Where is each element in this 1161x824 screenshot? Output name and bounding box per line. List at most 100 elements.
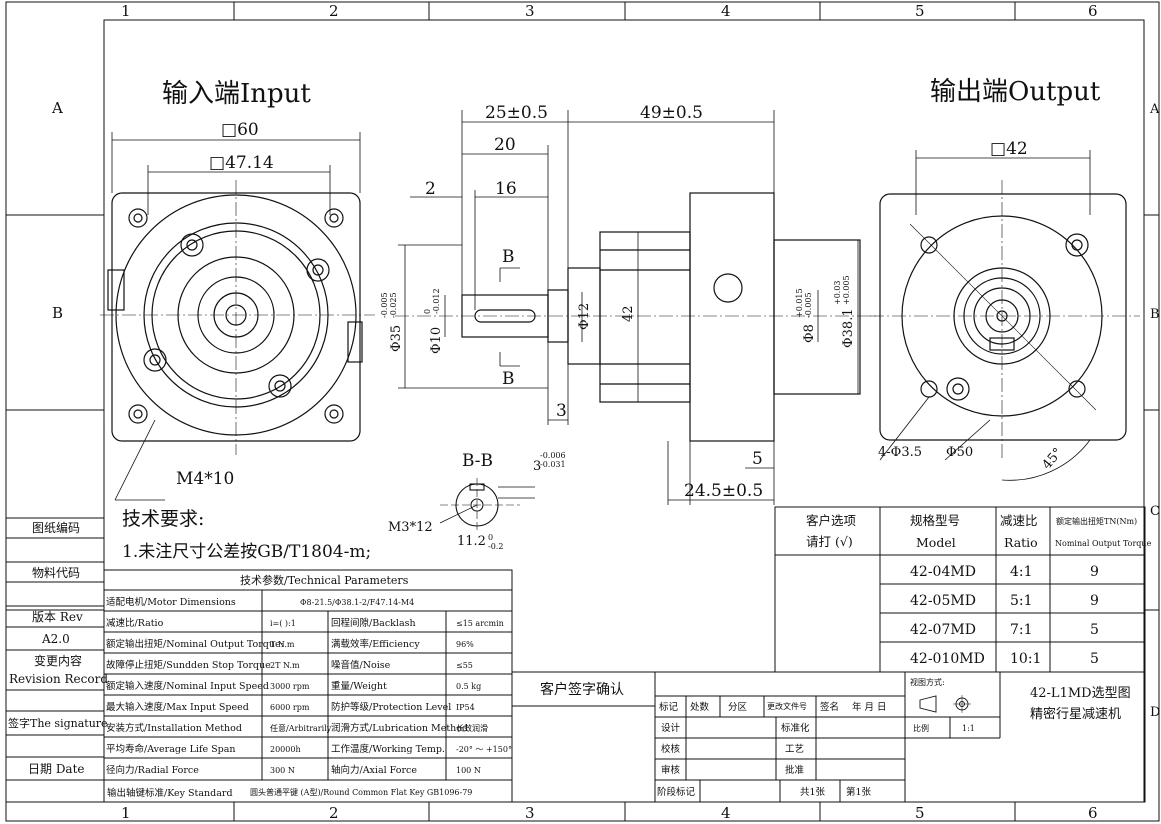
dim-len-2: 2 <box>425 179 436 199</box>
customer-sign: 客户签字确认 <box>540 681 624 698</box>
col-label: 5 <box>915 804 925 822</box>
param-label: 润滑方式/Lubrication Method <box>331 722 468 734</box>
param-label: 安装方式/Installation Method <box>106 722 242 734</box>
notes-title: 技术要求: <box>122 508 204 530</box>
dim-len-5: 5 <box>752 449 763 469</box>
input-dim-lines <box>111 132 361 501</box>
param-label: 故障停止扭矩/Sundden Stop Torque <box>106 659 271 671</box>
tb-craft: 工艺 <box>785 744 804 755</box>
col-label: 5 <box>915 2 925 20</box>
tb-check: 校核 <box>661 743 681 755</box>
input-view-title: 输入端Input <box>162 79 311 109</box>
dim-42: 42 <box>621 305 636 322</box>
label-material-code: 物料代码 <box>32 566 80 580</box>
tb-count: 处数 <box>690 701 710 713</box>
side-dim-lines <box>398 110 859 505</box>
row-label: A <box>51 99 63 117</box>
dim-len-24-5: 24.5±0.5 <box>684 481 763 501</box>
param-value: 0.5 kg <box>456 682 481 691</box>
label-version: 版本 Rev <box>32 610 83 624</box>
model-cell-model: 42-07MD <box>910 622 976 638</box>
param-value: 100 N <box>456 766 481 775</box>
tb-change-no: 更改文件号 <box>767 701 807 711</box>
col-label: 2 <box>329 2 339 20</box>
col-label: 4 <box>721 2 731 20</box>
projection-symbol-icon <box>919 695 971 713</box>
param-value: 300 N <box>270 766 295 775</box>
model-h-model-en: Model <box>916 535 956 550</box>
tb-scale-value: 1:1 <box>962 724 975 733</box>
dim-key-11-2-tol: 0-0.2 <box>488 533 503 551</box>
model-cell-torque: 9 <box>1090 593 1099 609</box>
row-label: B <box>1150 307 1160 322</box>
param-value: 6000 rpm <box>270 703 310 712</box>
param-value: ≤55 <box>456 661 473 670</box>
output-center-lines <box>870 180 1140 460</box>
model-h-model-cn: 规格型号 <box>910 513 960 528</box>
doc-title-1: 42-L1MD选型图 <box>1030 686 1131 701</box>
dim-square-47: □47.14 <box>209 153 274 173</box>
output-dim-lines <box>879 150 1091 481</box>
tech-params-title: 技术参数/Technical Parameters <box>240 573 409 587</box>
dim-len-25: 25±0.5 <box>485 103 548 123</box>
param-value: -20° ～ +150° <box>456 745 512 754</box>
dim-out-angle: 45° <box>1040 445 1066 472</box>
model-h-select: 客户选项 <box>806 513 856 528</box>
param-label: 适配电机/Motor Dimensions <box>106 596 236 608</box>
param-label: 减速比/Ratio <box>106 617 164 629</box>
label-date: 日期 Date <box>28 762 85 776</box>
dim-len-3: 3 <box>556 401 567 421</box>
tb-design: 设计 <box>661 722 681 734</box>
dim-out-phi50: Φ50 <box>946 445 973 460</box>
model-cell-model: 42-04MD <box>910 564 976 580</box>
param-label: 径向力/Radial Force <box>106 764 199 776</box>
param-value: T N.m <box>270 640 295 649</box>
tb-stage: 阶段标记 <box>657 786 696 798</box>
param-label: 满载效率/Efficiency <box>331 638 420 650</box>
model-table <box>774 506 1146 673</box>
dim-len-16: 16 <box>495 179 517 199</box>
param-value: IP54 <box>456 703 475 712</box>
notes-item-1: 1.未注尺寸公差按GB/T1804-m; <box>122 542 371 562</box>
key-standard-value: 圆头普通平键 (A型)/Round Common Flat Key GB1096… <box>250 787 472 797</box>
tb-zone: 分区 <box>728 702 748 713</box>
param-label: 工作温度/Working Temp. <box>331 743 445 755</box>
row-label: C <box>1150 504 1160 519</box>
tb-sign: 签名 <box>820 701 839 713</box>
dim-out-square-42: □42 <box>990 139 1028 159</box>
model-cell-torque: 5 <box>1090 622 1099 638</box>
param-value: 20000h <box>270 745 301 754</box>
output-flange-view <box>879 193 1127 441</box>
param-label: 最大输入速度/Max Input Speed <box>106 701 249 713</box>
input-flange-view <box>107 192 363 442</box>
label-version-value: A2.0 <box>41 632 70 646</box>
param-value: Φ8-21.5/Φ38.1-2/F47.14-M4 <box>300 598 414 607</box>
dim-key-3: 3 <box>533 459 541 474</box>
param-value: i=( ):1 <box>270 619 296 628</box>
model-cell-ratio: 7:1 <box>1010 622 1033 638</box>
output-view-title: 输出端Output <box>930 77 1101 107</box>
param-label: 平均寿命/Average Life Span <box>106 743 235 755</box>
title-block <box>511 671 1146 803</box>
section-mark-b-top: B <box>502 247 515 267</box>
section-title: B-B <box>462 451 493 471</box>
dim-key-11-2: 11.2 <box>457 534 486 549</box>
model-h-torque-en: Nominal Output Torque <box>1055 539 1152 548</box>
col-label: 1 <box>121 2 131 20</box>
key-standard-label: 输出轴键标准/Key Standard <box>107 787 233 799</box>
param-label: 轴向力/Axial Force <box>331 764 417 776</box>
param-label: 防护等级/Protection Level <box>331 701 451 713</box>
param-value: 2T N.m <box>270 661 300 670</box>
dim-phi8-tol: +0.015-0.005 <box>795 288 813 318</box>
dim-phi10: Φ10 <box>429 327 444 354</box>
tb-approve: 批准 <box>785 764 805 776</box>
model-cell-model: 42-05MD <box>910 593 976 609</box>
param-value: 96% <box>456 640 474 649</box>
label-change-cn: 变更内容 <box>34 653 82 668</box>
label-signature: 签字The signature <box>8 716 108 730</box>
tb-view-method: 视图方式: <box>910 677 945 687</box>
model-cell-ratio: 5:1 <box>1010 593 1033 609</box>
dim-phi38-tol: +0.03+0.005 <box>833 275 851 305</box>
model-cell-ratio: 4:1 <box>1010 564 1033 580</box>
